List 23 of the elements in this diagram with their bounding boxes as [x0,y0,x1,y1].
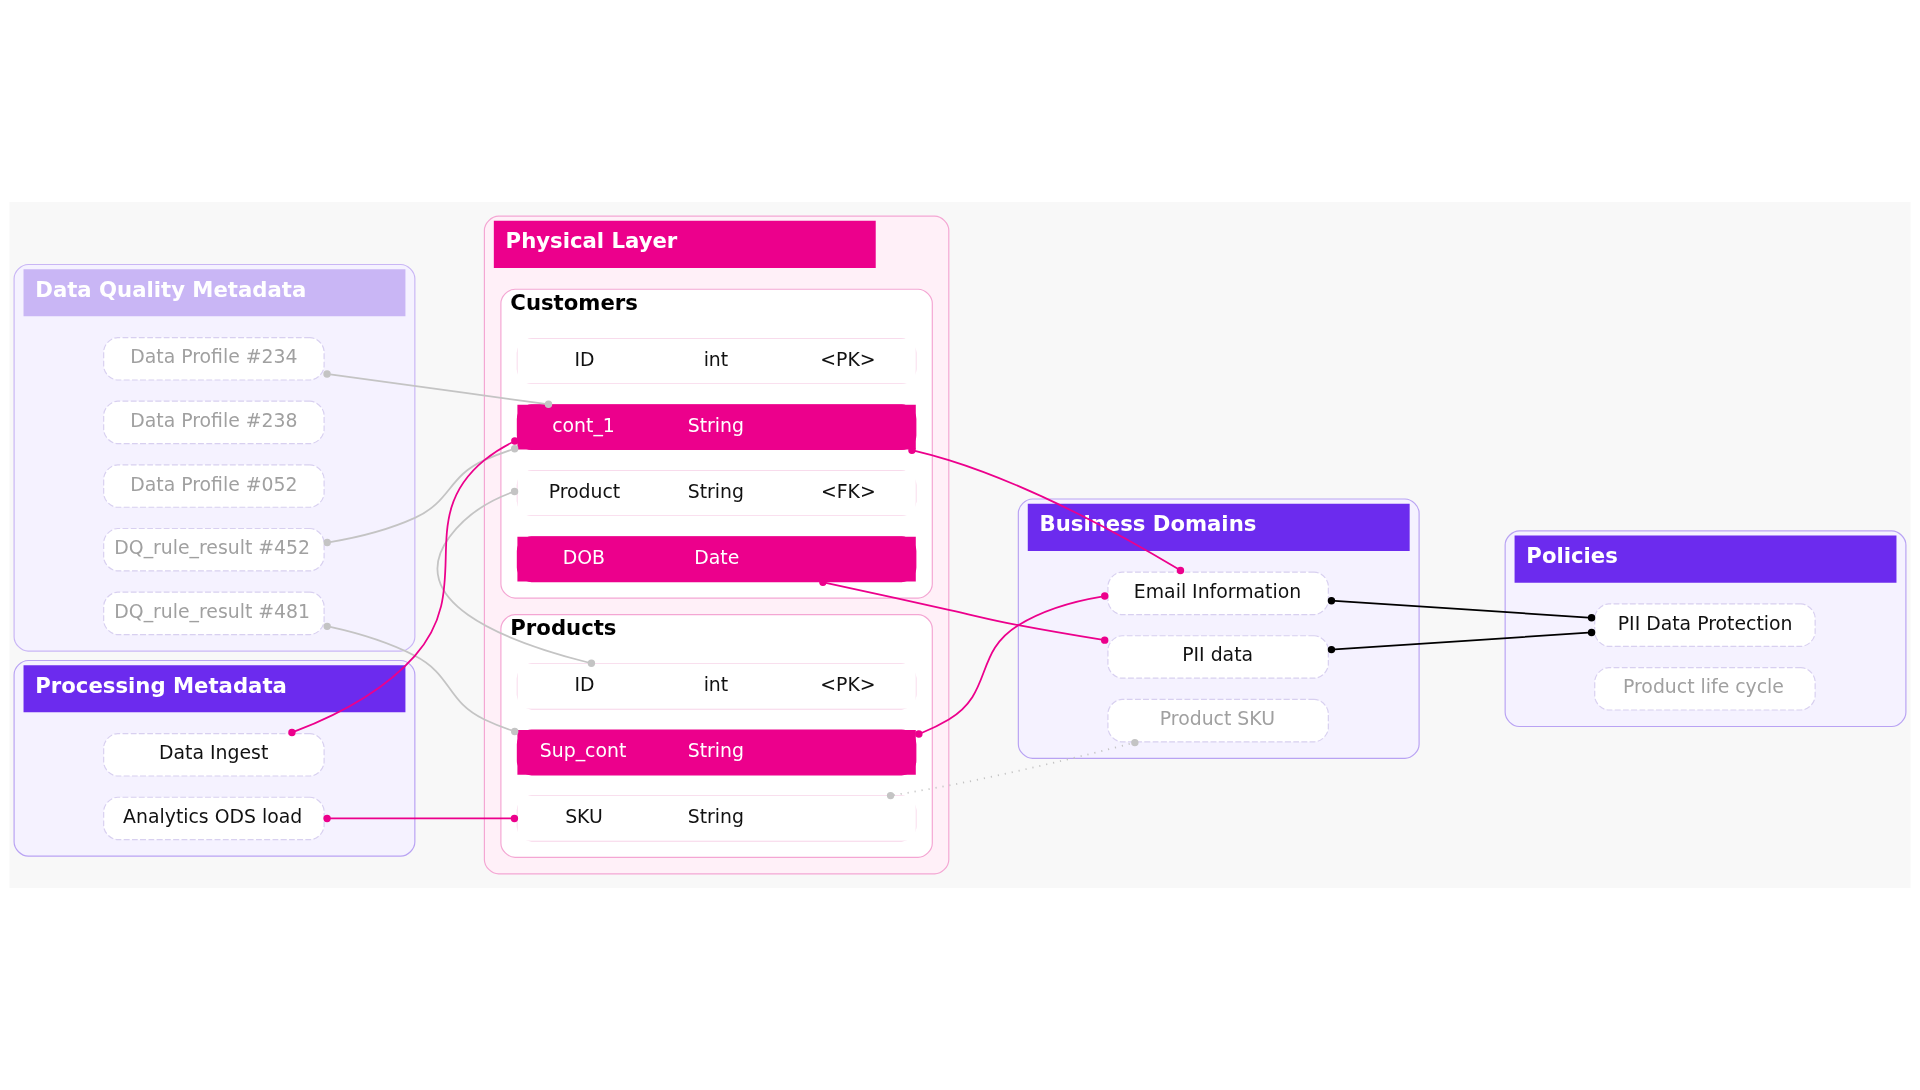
node-box: Analytics ODS load [103,796,325,841]
node-box: PII data [1107,635,1329,679]
connector [436,487,596,667]
node-box: Product life cycle [1594,667,1816,711]
connector [323,370,553,409]
connector [288,437,519,737]
node-box: DQ_rule_result #481 [103,591,325,636]
connector [323,445,519,547]
node-box: Data Profile #234 [103,336,325,381]
node-box: Data Profile #238 [103,400,325,445]
node-box: PII Data Protection [1594,603,1816,647]
connector [323,622,519,736]
node-box: Data Profile #052 [103,464,325,508]
connector [886,738,1139,800]
connector [323,814,519,823]
connector [908,446,1185,575]
node-box: Product SKU [1107,698,1329,743]
node-box: DQ_rule_result #452 [103,527,325,572]
node-box: Email Information [1107,571,1329,616]
connector [915,592,1109,738]
node-box: Data Ingest [103,733,325,777]
connector [1327,596,1596,622]
connector [1327,628,1596,654]
